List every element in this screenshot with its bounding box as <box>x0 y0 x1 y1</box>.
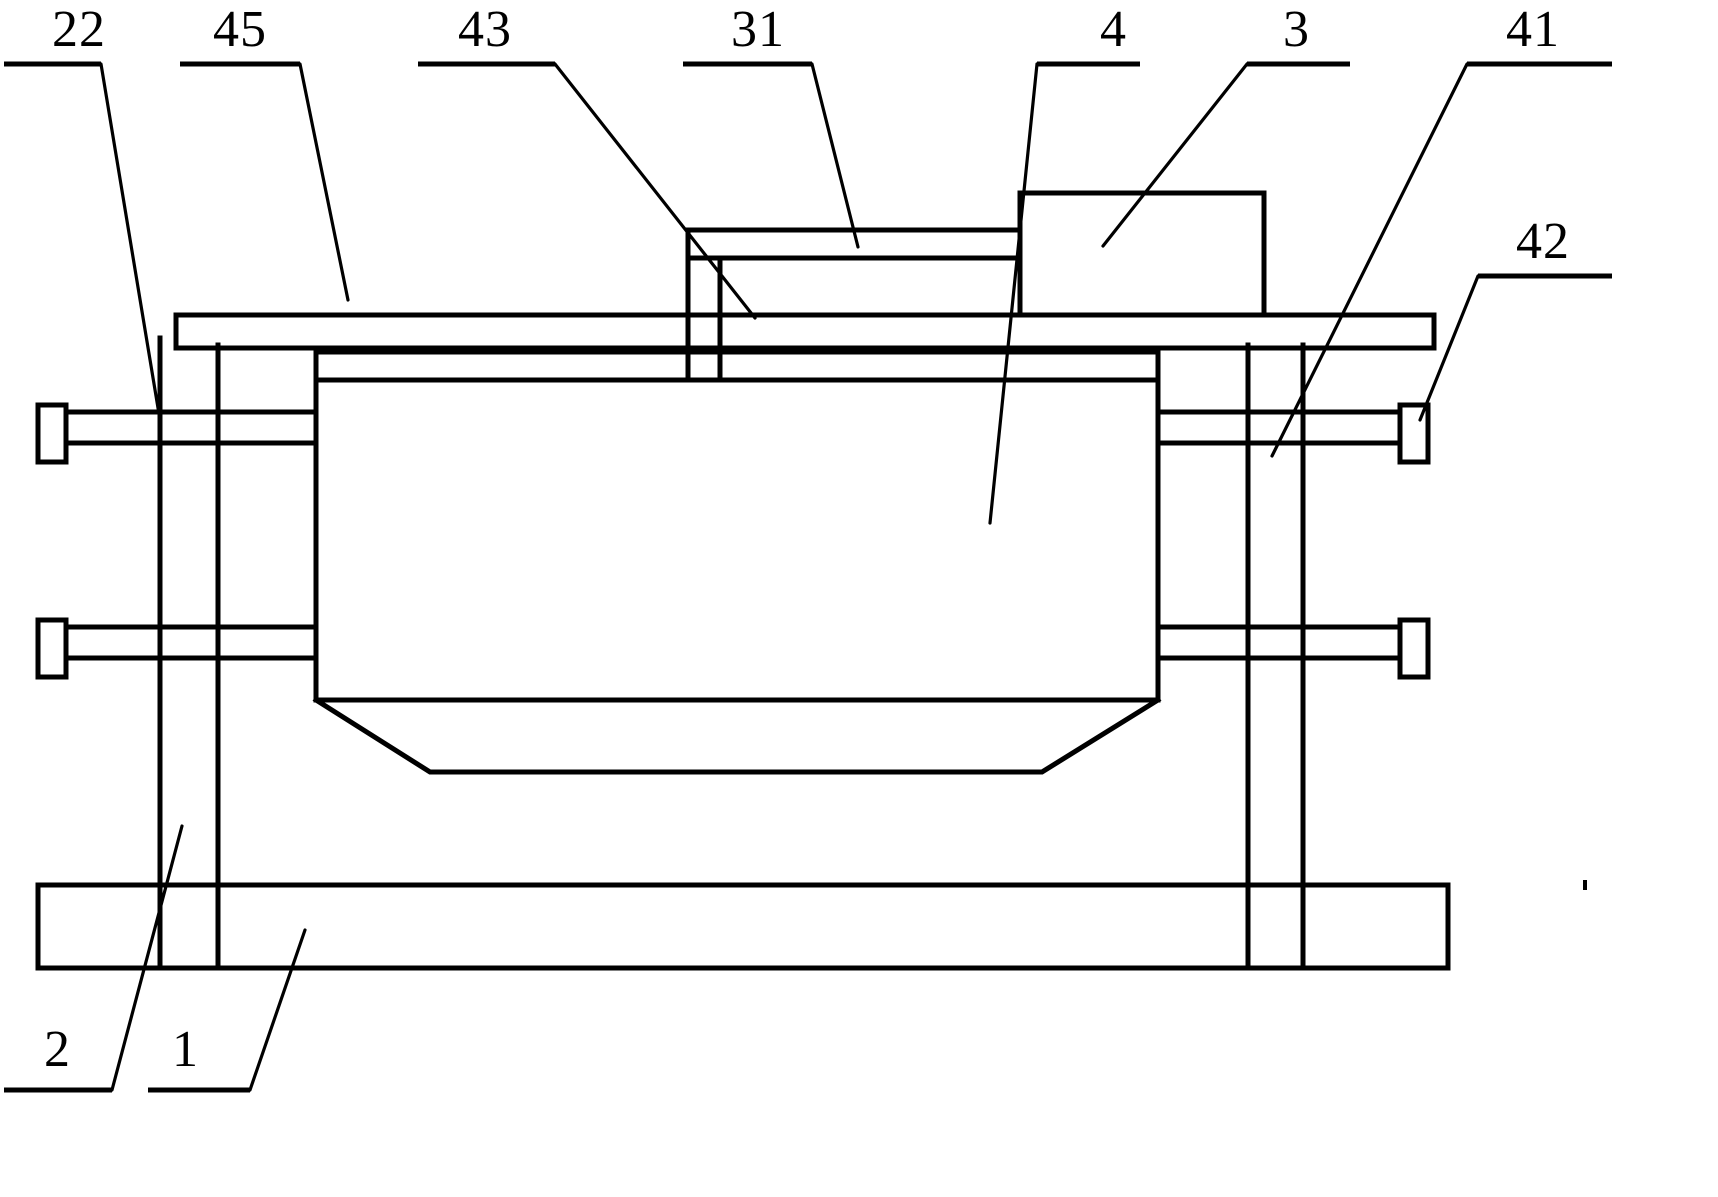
ref-label-3: 3 <box>1283 1 1310 58</box>
rod-upper-left <box>35 402 319 465</box>
ref-label-2: 2 <box>44 1021 71 1078</box>
rod-lower-right <box>1155 617 1431 680</box>
ref-label-1: 1 <box>172 1021 199 1078</box>
rod-lower-left <box>35 617 319 680</box>
base-plate <box>35 882 1451 971</box>
ref-label-22: 22 <box>52 1 106 58</box>
raised-motor-block <box>1017 190 1267 318</box>
ref-label-43: 43 <box>458 1 512 58</box>
ref-label-41: 41 <box>1506 1 1560 58</box>
ref-label-31: 31 <box>731 1 785 58</box>
reference-leaders <box>4 61 1612 1093</box>
ref-label-4: 4 <box>1100 1 1127 58</box>
ref-label-45: 45 <box>213 1 267 58</box>
scan-artifact-dot <box>1583 880 1587 890</box>
top-flange-plate <box>173 312 1437 351</box>
ref-label-42: 42 <box>1516 213 1570 270</box>
